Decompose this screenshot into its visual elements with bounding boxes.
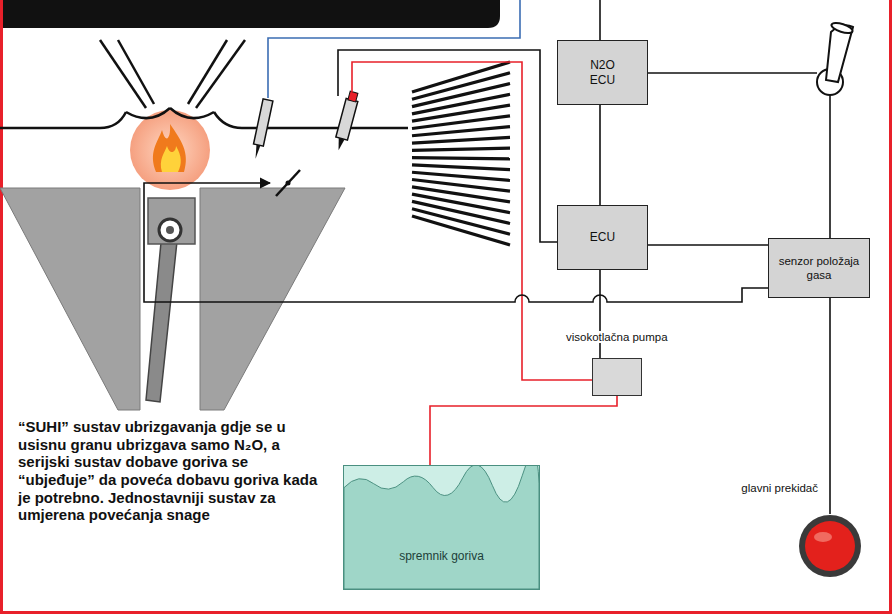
fuel-injector xyxy=(336,98,358,140)
piston xyxy=(166,226,174,234)
ecu-box: ECU xyxy=(557,205,648,270)
intercooler-fin xyxy=(412,158,510,159)
intercooler-fin xyxy=(412,187,510,202)
throttle-valve xyxy=(286,181,291,186)
valves xyxy=(118,40,154,104)
throttle-sensor-box: senzor položaja gasa xyxy=(768,238,870,298)
caption-box: “SUHI” sustav ubrizgavanja gdje se u usi… xyxy=(18,418,318,524)
wire-connector xyxy=(599,105,601,205)
combustion-flame xyxy=(153,124,186,172)
piston xyxy=(159,219,181,241)
n2o-nozzle xyxy=(254,145,261,160)
switch-sensor-wire xyxy=(829,95,831,238)
throttle-wire xyxy=(144,183,768,302)
intercooler-fin xyxy=(412,94,510,114)
part-label: visokotlačna pumpa xyxy=(564,331,670,343)
pump-box: visokotlačna pumpa xyxy=(592,358,642,396)
combustion-flame xyxy=(130,110,210,190)
cylinder-walls xyxy=(200,188,345,410)
button-cap xyxy=(805,521,855,571)
wire-connector xyxy=(430,396,617,465)
valves xyxy=(170,108,214,118)
n2o-nozzle xyxy=(254,99,273,159)
valves xyxy=(0,112,126,128)
toggle-switch xyxy=(817,21,854,95)
intercooler-fin xyxy=(412,165,510,170)
button-highlight xyxy=(814,532,832,542)
fuel-level xyxy=(344,466,539,589)
toggle-switch xyxy=(830,21,853,35)
intercooler-fin xyxy=(412,127,510,136)
valves xyxy=(214,112,408,128)
piston xyxy=(146,232,178,402)
throttle-valve xyxy=(276,170,300,196)
valves xyxy=(188,40,227,104)
caption: “SUHI” sustav ubrizgavanja gdje se u usi… xyxy=(18,418,318,524)
switch-wire xyxy=(648,72,817,74)
ecu-wire xyxy=(338,50,557,242)
wire-connector xyxy=(829,298,831,514)
wires xyxy=(144,0,830,380)
intercooler-fin xyxy=(412,172,510,180)
main-switch-button: glavni prekidač xyxy=(798,514,862,578)
box-label: ECU xyxy=(590,230,615,245)
box-label: spremnik goriva xyxy=(399,549,484,563)
wire-connector xyxy=(648,244,768,246)
header-bar xyxy=(0,0,500,28)
intercooler-fin xyxy=(412,137,510,143)
wire-connector xyxy=(599,270,601,358)
intercooler-fins xyxy=(412,62,510,245)
throttle-valve xyxy=(276,170,300,196)
cylinder-walls xyxy=(0,188,345,410)
part-label: glavni prekidač xyxy=(739,482,820,494)
n2o-nozzle xyxy=(254,99,273,146)
intercooler-fin xyxy=(412,148,510,150)
button-ring xyxy=(799,515,861,577)
cylinder-walls xyxy=(0,188,140,410)
box-label: N2O ECU xyxy=(590,58,615,88)
fuel-liquid xyxy=(344,466,539,589)
n2o-wire xyxy=(268,0,520,98)
n2o-ecu-feed xyxy=(599,0,601,40)
n2o-ecu-box: N2O ECU xyxy=(557,40,648,105)
fuel-wire xyxy=(352,62,592,380)
piston xyxy=(148,198,195,244)
combustion-flame xyxy=(161,146,181,172)
fuel-injector xyxy=(336,91,358,151)
piston xyxy=(146,198,195,402)
intercooler-fin xyxy=(412,216,510,245)
fuel-injector xyxy=(348,91,358,102)
fuel-tank: spremnik goriva xyxy=(343,465,540,590)
valves xyxy=(126,108,170,118)
box-label: senzor položaja gasa xyxy=(775,254,863,283)
combustion-flame xyxy=(130,110,210,190)
fuel-injector xyxy=(336,138,345,151)
button-shape xyxy=(798,514,862,578)
